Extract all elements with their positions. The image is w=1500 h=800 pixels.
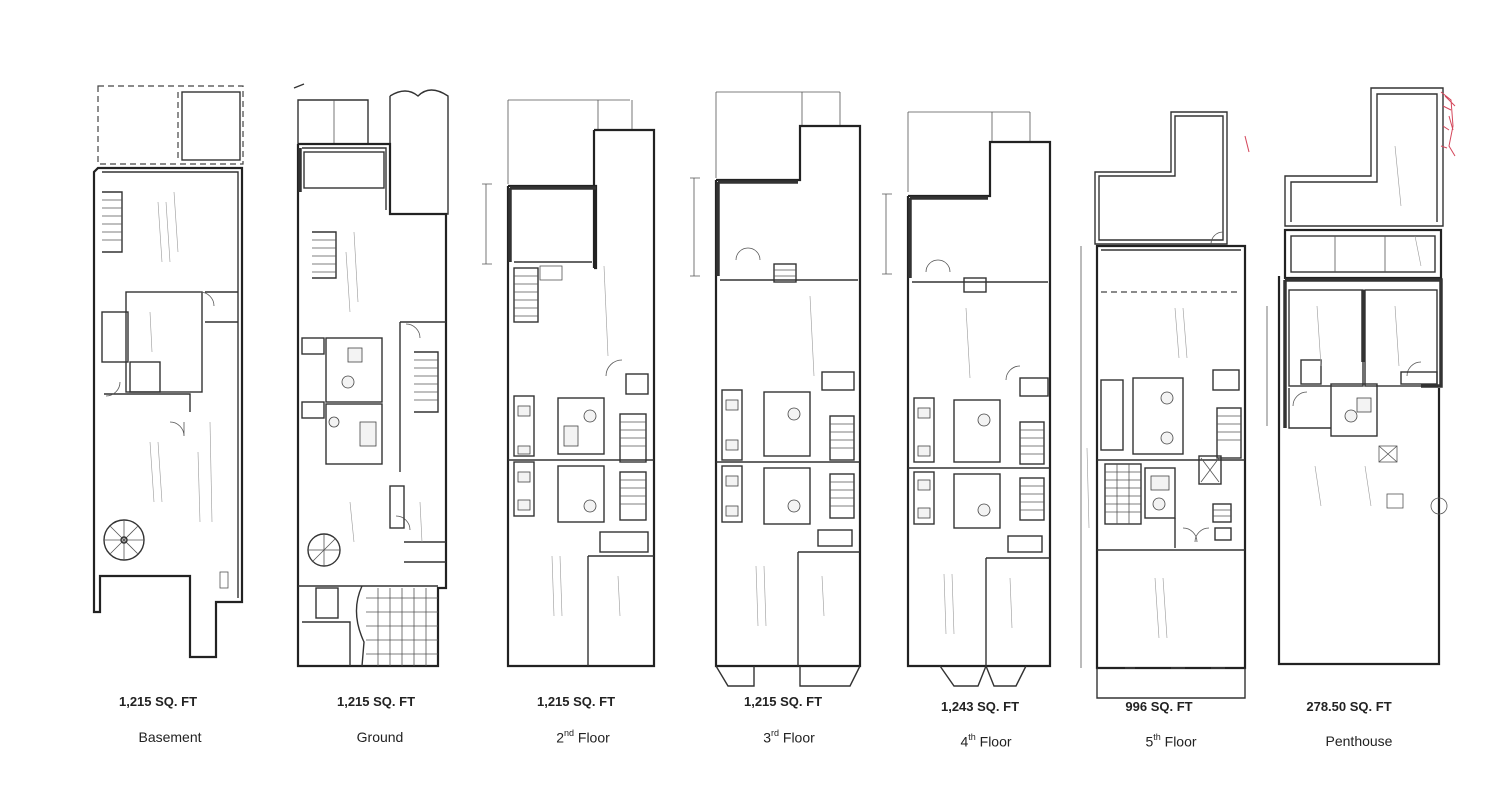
ground-plan <box>290 82 455 672</box>
penthouse-label: Penthouse <box>1325 733 1393 749</box>
second-floor-plan <box>480 86 660 671</box>
fourth-floor-area: 1,243 SQ. FT <box>940 699 1020 714</box>
fourth-floor-label: 4th Floor <box>960 732 1012 750</box>
basement-label: Basement <box>138 729 202 745</box>
basement-plan <box>90 82 250 662</box>
penthouse-plan <box>1244 86 1465 671</box>
third-floor-area: 1,215 SQ. FT <box>743 694 823 709</box>
penthouse-area: 278.50 SQ. FT <box>1306 699 1392 714</box>
ground-area: 1,215 SQ. FT <box>336 694 416 709</box>
second-floor-area: 1,215 SQ. FT <box>536 694 616 709</box>
third-floor-plan <box>690 86 870 691</box>
second-floor-label: 2nd Floor <box>556 728 610 746</box>
fourth-floor-plan <box>880 108 1060 698</box>
ground-label: Ground <box>356 729 404 745</box>
basement-area: 1,215 SQ. FT <box>118 694 198 709</box>
fifth-floor-label: 5th Floor <box>1145 732 1197 750</box>
fifth-floor-area: 996 SQ. FT <box>1125 699 1193 714</box>
fifth-floor-plan <box>1075 108 1260 703</box>
third-floor-label: 3rd Floor <box>763 728 815 746</box>
